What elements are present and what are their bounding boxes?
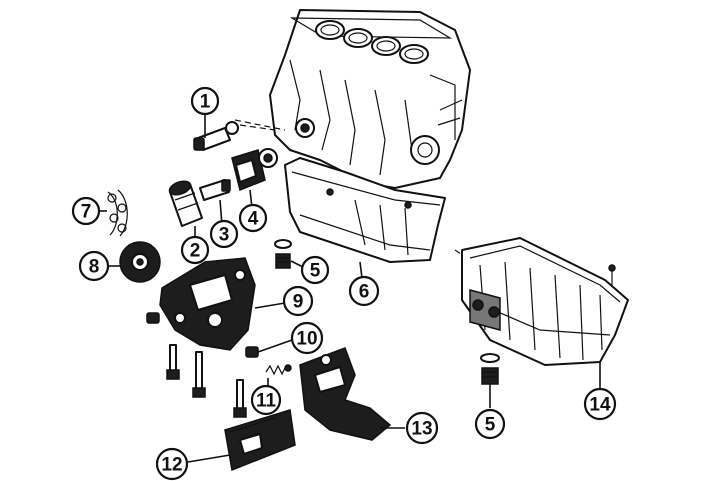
callout-5-lower-label: 5 <box>485 415 496 436</box>
callout-10: 10 <box>290 321 324 355</box>
oil-pressure-switch <box>193 121 276 151</box>
callout-14-label: 14 <box>589 395 611 416</box>
oil-strainer-bracket <box>224 409 296 472</box>
callout-2-label: 2 <box>190 241 201 262</box>
callout-1-label: 1 <box>200 92 211 113</box>
relief-valve-spring <box>265 364 292 376</box>
callout-6: 6 <box>348 275 380 307</box>
callout-4-label: 4 <box>248 209 259 230</box>
pump-bolts <box>166 344 247 418</box>
callout-10-label: 10 <box>296 329 317 350</box>
union-bolt <box>199 179 231 201</box>
callout-11: 11 <box>250 384 282 416</box>
oil-pump-chain <box>107 189 128 237</box>
callout-6-label: 6 <box>359 282 370 303</box>
oil-filter-bracket <box>231 148 278 192</box>
oil-filter <box>168 180 203 227</box>
drain-plug-lower <box>480 353 500 385</box>
callout-9: 9 <box>282 285 314 317</box>
callout-8: 8 <box>78 250 110 282</box>
callout-5-lower: 5 <box>474 408 506 440</box>
callout-5-upper-label: 5 <box>310 261 321 282</box>
callout-13-label: 13 <box>411 419 432 440</box>
callout-7: 7 <box>71 196 101 226</box>
callout-2: 2 <box>180 235 210 265</box>
oil-pump-housing <box>146 257 256 351</box>
callout-1: 1 <box>190 86 220 116</box>
callout-12: 12 <box>155 447 189 481</box>
oil-strainer <box>299 347 392 441</box>
callout-8-label: 8 <box>89 257 100 278</box>
callout-4: 4 <box>238 203 268 233</box>
drain-plug-upper <box>274 239 292 269</box>
callout-7-label: 7 <box>81 202 92 223</box>
callout-13: 13 <box>405 411 439 445</box>
callout-3-label: 3 <box>219 225 230 246</box>
oil-pump-sprocket <box>119 241 161 283</box>
relief-valve-plug <box>245 346 259 358</box>
callout-14: 14 <box>583 387 617 421</box>
alignment-line-block-to-pan <box>234 119 286 131</box>
callout-5-upper: 5 <box>300 255 330 285</box>
upper-oil-pan <box>284 157 446 263</box>
engine-block <box>269 9 471 189</box>
lower-oil-pan <box>461 237 629 366</box>
callout-12-label: 12 <box>161 455 182 476</box>
callout-9-label: 9 <box>293 292 304 313</box>
callout-3: 3 <box>209 219 239 249</box>
callout-11-label: 11 <box>256 391 277 412</box>
